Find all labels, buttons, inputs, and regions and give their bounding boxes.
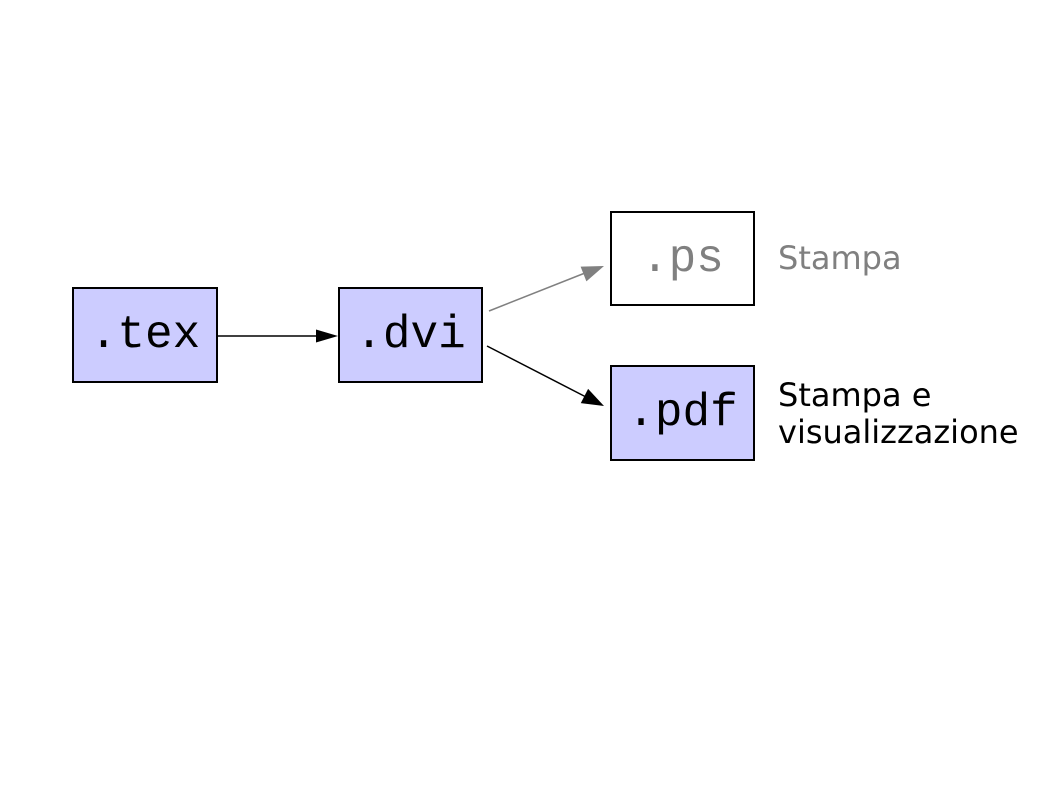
annotation-stampa-visualizzazione: Stampa e visualizzazione	[778, 376, 1019, 451]
node-pdf: .pdf	[610, 365, 755, 461]
node-pdf-label: .pdf	[627, 387, 738, 439]
node-dvi-label: .dvi	[355, 309, 466, 361]
node-tex: .tex	[72, 287, 218, 383]
node-dvi: .dvi	[338, 287, 483, 383]
arrow-dvi-to-pdf	[486, 345, 604, 406]
arrow-tex-to-dvi	[218, 329, 338, 343]
node-ps-label: .ps	[641, 232, 724, 285]
node-ps: .ps	[610, 211, 755, 306]
arrow-dvi-to-ps	[488, 266, 604, 312]
annotation-stampa: Stampa	[778, 239, 902, 277]
arrowhead-icon	[580, 266, 604, 282]
arrowhead-icon	[580, 388, 604, 406]
arrowhead-icon	[316, 329, 338, 343]
node-tex-label: .tex	[89, 309, 201, 361]
